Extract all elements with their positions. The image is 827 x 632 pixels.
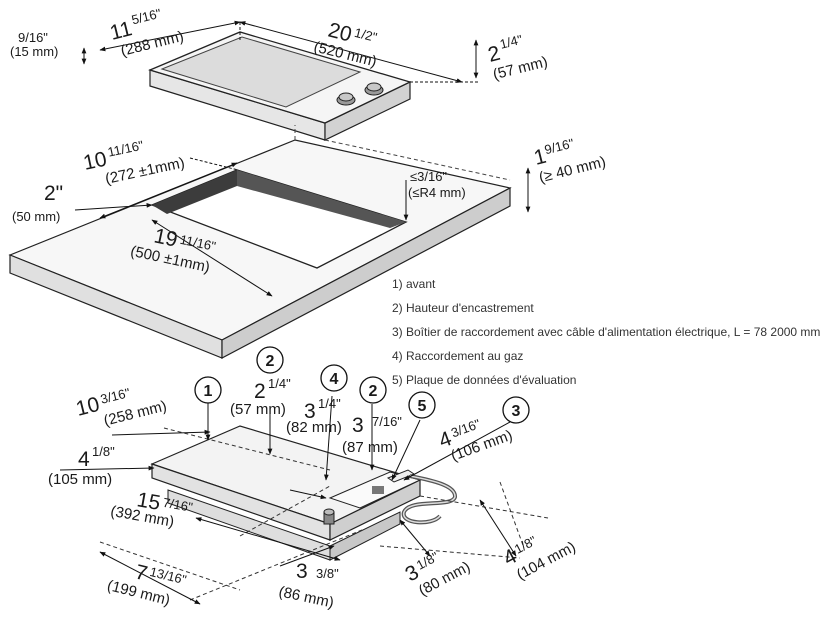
dim-10-316-fraction: 3/16" <box>99 385 132 407</box>
dim-3-18-fraction: 1/8" <box>414 549 441 573</box>
dim-20-fraction: 1/2" <box>353 25 379 45</box>
gas-connector-icon <box>323 508 335 525</box>
dim-radius-mm: (≤R4 mm) <box>408 185 466 200</box>
dim-3-14-fraction: 1/4" <box>318 396 341 411</box>
dim-7-fraction: 13/16" <box>148 564 188 588</box>
dim-57-mm-bottom: (57 mm) <box>230 401 286 418</box>
dim-1-fraction: 9/16" <box>543 135 576 157</box>
dim-82-mm: (82 mm) <box>286 419 342 436</box>
dim-7-whole: 7 <box>133 561 150 586</box>
dim-20-whole: 20 <box>326 19 354 47</box>
top-dimension-lines <box>81 20 479 83</box>
dim-105-mm: (105 mm) <box>48 471 112 488</box>
dim-2-inch: 2" <box>44 182 63 205</box>
control-knob-icon <box>336 92 356 106</box>
dim-19-fraction: 11/16" <box>179 232 218 254</box>
svg-text:1: 1 <box>204 383 213 400</box>
dim-11-fraction: 5/16" <box>130 6 163 28</box>
dim-2-14-whole: 2 <box>254 380 266 403</box>
dim-4-18-left-fraction: 1/8" <box>92 444 115 459</box>
rating-plate-icon <box>372 486 384 494</box>
dim-2-14-fraction: 1/4" <box>268 376 291 391</box>
legend-item-junction-box: 3) Boîtier de raccordement avec câble d'… <box>392 325 821 339</box>
legend-item-front: 1) avant <box>392 277 436 291</box>
dim-40-mm: (≥ 40 mm) <box>537 153 607 186</box>
callout-3: 3 <box>502 396 530 424</box>
svg-text:2: 2 <box>266 353 275 370</box>
legend-item-gas-connection: 4) Raccordement au gaz <box>392 349 524 363</box>
dim-15-fraction: 7/16" <box>162 495 194 515</box>
dim-10-316-whole: 10 <box>74 393 102 421</box>
dim-1-whole: 1 <box>532 145 549 170</box>
dim-3-38-fraction: 3/8" <box>316 566 339 581</box>
legend-item-rating-plate: 5) Plaque de données d'évaluation <box>392 373 577 387</box>
dim-15-whole: 15 <box>135 488 162 515</box>
dim-3-716-whole: 3 <box>352 414 364 437</box>
callout-4: 4 <box>320 364 348 392</box>
dim-10-fraction: 11/16" <box>106 137 145 159</box>
dim-272-mm: (272 ±1mm) <box>104 154 187 187</box>
svg-text:3: 3 <box>512 403 521 420</box>
callout-5: 5 <box>408 391 436 419</box>
countertop-hidden-edges <box>294 125 511 181</box>
dim-10-whole: 10 <box>81 148 109 175</box>
dim-9-16-inch: 9/16" <box>18 30 48 45</box>
dim-87-mm: (87 mm) <box>342 439 398 456</box>
control-knob-icon <box>364 82 384 96</box>
dim-3-14-whole: 3 <box>304 400 316 423</box>
dim-3-38-whole: 3 <box>296 560 308 583</box>
dim-4-18-left-whole: 4 <box>78 448 90 471</box>
svg-text:2: 2 <box>369 383 378 400</box>
dim-86-mm: (86 mm) <box>277 583 335 611</box>
callout-1: 1 <box>194 376 222 404</box>
dim-3-716-fraction: 7/16" <box>372 414 402 429</box>
dim-2-whole: 2 <box>486 42 503 67</box>
cooktop-unit <box>148 31 412 141</box>
dim-15-mm: (15 mm) <box>10 44 58 59</box>
dim-radius-inch: ≤3/16" <box>410 169 447 184</box>
callout-2-second: 2 <box>359 376 387 404</box>
legend-item-installation-height: 2) Hauteur d'encastrement <box>392 301 534 315</box>
svg-text:4: 4 <box>330 371 339 388</box>
underside-dimension-lines <box>59 395 517 605</box>
dim-2-fraction: 1/4" <box>498 32 524 52</box>
dim-50-mm: (50 mm) <box>12 209 60 224</box>
countertop-dimension-lines <box>74 157 531 297</box>
callout-2: 2 <box>256 346 284 374</box>
legend: 1) avant 2) Hauteur d'encastrement 3) Bo… <box>392 272 824 392</box>
dim-4-316-fraction: 3/16" <box>449 416 483 440</box>
dim-4-18-right-fraction: 1/8" <box>512 533 539 557</box>
dim-19-whole: 19 <box>152 224 180 251</box>
dim-11-whole: 11 <box>108 17 135 45</box>
svg-text:5: 5 <box>418 398 427 415</box>
